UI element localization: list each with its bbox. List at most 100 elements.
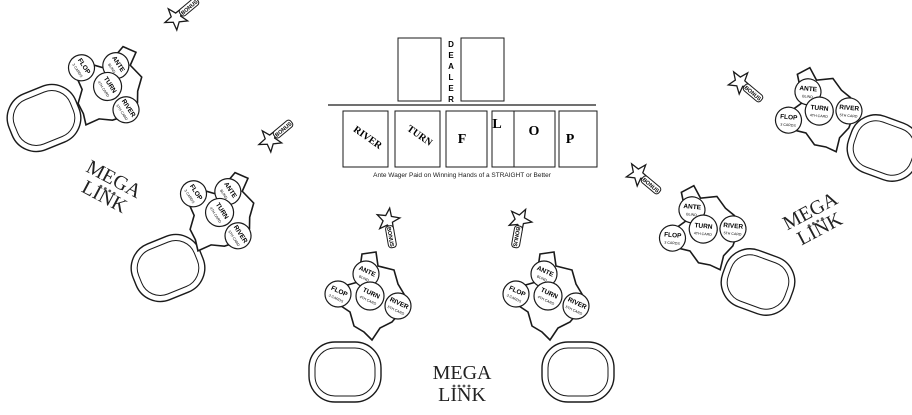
logo-line-1: MEGA: [433, 362, 492, 384]
flop-circle-sub: 3 CARDS: [328, 293, 344, 303]
chip-circle-icon: [688, 214, 718, 244]
river-circle-sub: 5TH CARD: [565, 305, 583, 316]
mega-link-logo: MEGA LINK: [78, 156, 145, 218]
dealer-letter: R: [448, 95, 454, 104]
chip-circle-icon: [355, 281, 385, 311]
board-card-turn: TURN: [394, 110, 441, 168]
chip-circle-icon: [224, 222, 252, 250]
turn-circle-sub: 4TH CARD: [694, 231, 713, 237]
chip-circle-icon: [502, 280, 530, 308]
chip-circle-icon: [179, 180, 208, 208]
bonus-marker[interactable]: BONUS: [160, 0, 204, 33]
chip-circle-icon: [112, 96, 140, 124]
logo-dots-icon: [807, 217, 824, 228]
bonus-marker[interactable]: BONUS: [506, 207, 534, 250]
chip-circle-icon: [92, 71, 123, 102]
ante-circle-sub: BLIND: [219, 189, 228, 200]
ante-circle-sub: BLIND: [536, 274, 548, 282]
flop-circle-title: FLOP: [780, 113, 799, 122]
board-note: Ante Wager Paid on Winning Hands of a ST…: [373, 172, 552, 179]
seat-icon: [6, 83, 82, 153]
mega-link-logo: MEGA LINK: [779, 188, 846, 250]
bonus-marker[interactable]: BONUS: [725, 65, 769, 107]
board-card-flop-1: F: [445, 110, 488, 168]
dealer-letter: E: [448, 51, 454, 60]
ante-circle-title: ANTE: [799, 85, 818, 94]
river-circle-title: RIVER: [723, 222, 744, 231]
dealer-card-left: [397, 37, 442, 102]
dealer-letter: L: [449, 73, 454, 82]
bonus-marker[interactable]: BONUS: [254, 113, 298, 155]
flop-circle-sub: 3 CARDS: [780, 122, 796, 127]
logo-dots-icon: [99, 184, 116, 195]
river-circle-sub: 5TH CARD: [839, 113, 858, 119]
flop-circle-sub: 3 CARDS: [664, 240, 680, 245]
river-circle-sub: 5TH CARD: [387, 305, 405, 316]
bonus-label-box: [178, 0, 200, 17]
logo-dots-icon: [452, 384, 471, 388]
board-card-flop-4: P: [558, 110, 598, 168]
flop-circle-sub: 3 CARDS: [506, 293, 522, 303]
bonus-marker[interactable]: BONUS: [623, 157, 667, 199]
dealer-label: D E A L E R: [448, 40, 454, 104]
bonus-marker[interactable]: BONUS: [375, 206, 404, 250]
chip-circle-icon: [533, 281, 563, 311]
chip-circle-icon: [562, 292, 590, 320]
seat-icon: [541, 341, 615, 403]
chip-circle-icon: [774, 106, 803, 134]
bonus-label-box: [385, 225, 397, 249]
turn-circle-sub: 4TH CARD: [537, 295, 555, 306]
seat-icon: [130, 233, 206, 303]
ante-circle-sub: BLIND: [802, 94, 813, 99]
board-card-label: O: [529, 124, 540, 139]
board-card-flop-3: O: [513, 110, 556, 168]
bonus-label: BONUS: [385, 227, 394, 248]
ante-circle-title: ANTE: [683, 203, 702, 212]
river-circle-title: RIVER: [839, 104, 860, 113]
chip-circle-icon: [835, 97, 863, 125]
bonus-label: BONUS: [511, 226, 520, 247]
turn-circle-sub: 4TH CARD: [810, 113, 829, 119]
chip-circle-icon: [804, 96, 834, 126]
board-card-label: P: [566, 132, 575, 147]
chip-circle-icon: [384, 292, 412, 320]
ante-circle-sub: BLIND: [358, 274, 370, 282]
bonus-label-box: [640, 175, 662, 195]
ante-circle-sub: BLIND: [686, 212, 697, 217]
dealer-letter: E: [448, 84, 454, 93]
